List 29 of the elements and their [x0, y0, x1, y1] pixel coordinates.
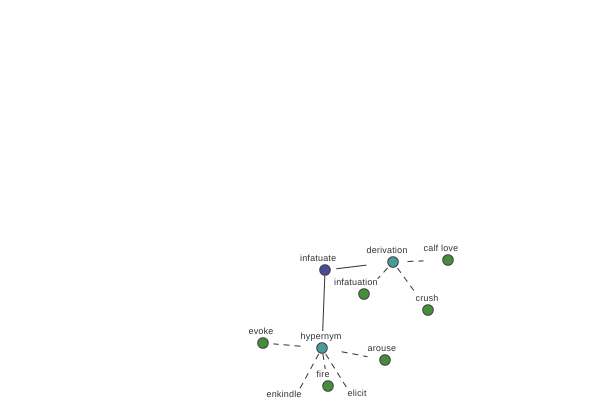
graph-node	[416, 293, 439, 316]
connector-line	[336, 264, 367, 270]
connector-line	[322, 276, 326, 332]
node-label: fire	[316, 369, 330, 379]
connector-line	[299, 354, 320, 390]
node-label: infatuate	[300, 253, 336, 263]
node-label: infatuation	[334, 277, 378, 287]
graph-node	[366, 245, 408, 268]
connector-line	[396, 268, 416, 294]
graph-node	[300, 331, 342, 354]
node-label: arouse	[368, 343, 396, 353]
node-label: hypernym	[300, 331, 342, 341]
graph-node	[334, 277, 378, 300]
connector-line	[407, 260, 424, 262]
connector-line	[377, 268, 388, 280]
graph-node	[248, 326, 274, 349]
node-label: calf love	[424, 243, 458, 253]
graph-node	[424, 243, 458, 266]
connector-line	[322, 354, 326, 370]
node-label: evoke	[248, 326, 274, 336]
node-label: elicit	[348, 388, 367, 398]
graph-node	[300, 253, 336, 276]
node-label: enkindle	[266, 389, 302, 399]
graph-node	[368, 343, 396, 366]
connector-line	[341, 351, 368, 358]
connector-line	[325, 354, 348, 390]
node-label: derivation	[366, 245, 408, 255]
connector-line	[273, 343, 301, 347]
node-label: crush	[416, 293, 439, 303]
